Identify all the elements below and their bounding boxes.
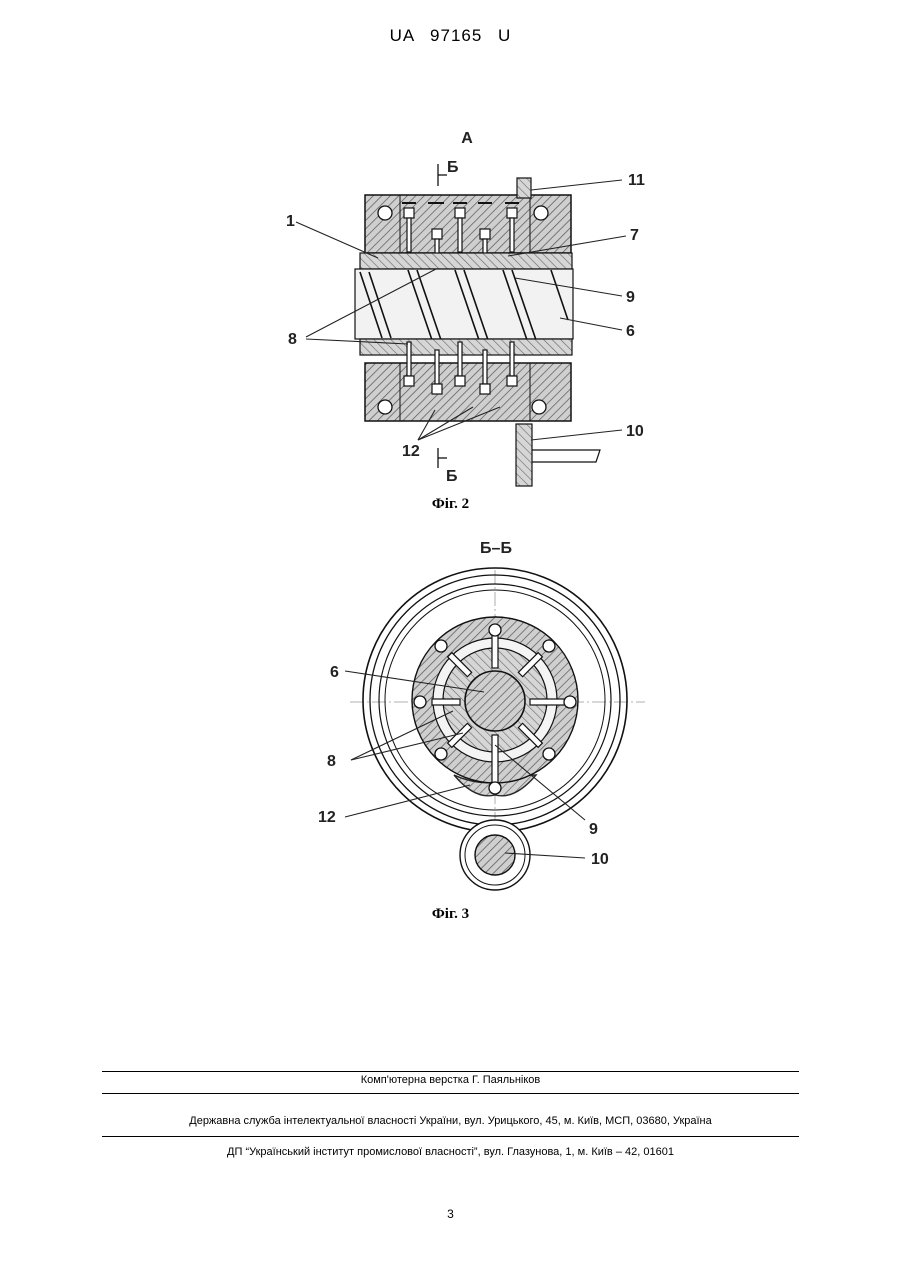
footer-layout-credit: Комп'ютерна верстка Г. Паяльніков xyxy=(0,1074,901,1086)
fig3-label-8: 8 xyxy=(327,753,336,770)
fig3-label-12: 12 xyxy=(318,809,336,826)
footer-institute: ДП “Український інститут промислової вла… xyxy=(0,1146,901,1158)
footer-rule-middle xyxy=(102,1093,799,1094)
fig2-label-6: 6 xyxy=(626,323,635,340)
fig2-section-mark-top: Б xyxy=(447,159,459,176)
fig3-caption: Фіг. 3 xyxy=(0,906,901,923)
fig2-label-12: 12 xyxy=(402,443,420,460)
fig2-label-10: 10 xyxy=(626,423,644,440)
fig2-label-11: 11 xyxy=(628,172,645,189)
figure-2: А Б xyxy=(286,130,645,486)
fig3-label-9: 9 xyxy=(589,821,598,838)
footer-rule-bottom xyxy=(102,1136,799,1137)
fig3-section-title: Б–Б xyxy=(480,540,512,557)
fig3-label-6: 6 xyxy=(330,664,339,681)
fig2-label-1: 1 xyxy=(286,213,295,230)
fig2-section-mark-bottom: Б xyxy=(446,468,458,485)
footer-rule-top xyxy=(102,1071,799,1072)
figure-3: Б–Б xyxy=(318,540,645,890)
footer-agency: Державна служба інтелектуальної власност… xyxy=(0,1115,901,1127)
fig2-view-label: А xyxy=(461,130,473,147)
fig2-label-7: 7 xyxy=(630,227,639,244)
fig2-label-9: 9 xyxy=(626,289,635,306)
page-number: 3 xyxy=(0,1207,901,1221)
screw-rotor xyxy=(355,269,573,340)
fig2-caption: Фіг. 2 xyxy=(0,496,901,513)
fig3-label-10: 10 xyxy=(591,851,609,868)
fig2-label-8: 8 xyxy=(288,331,297,348)
